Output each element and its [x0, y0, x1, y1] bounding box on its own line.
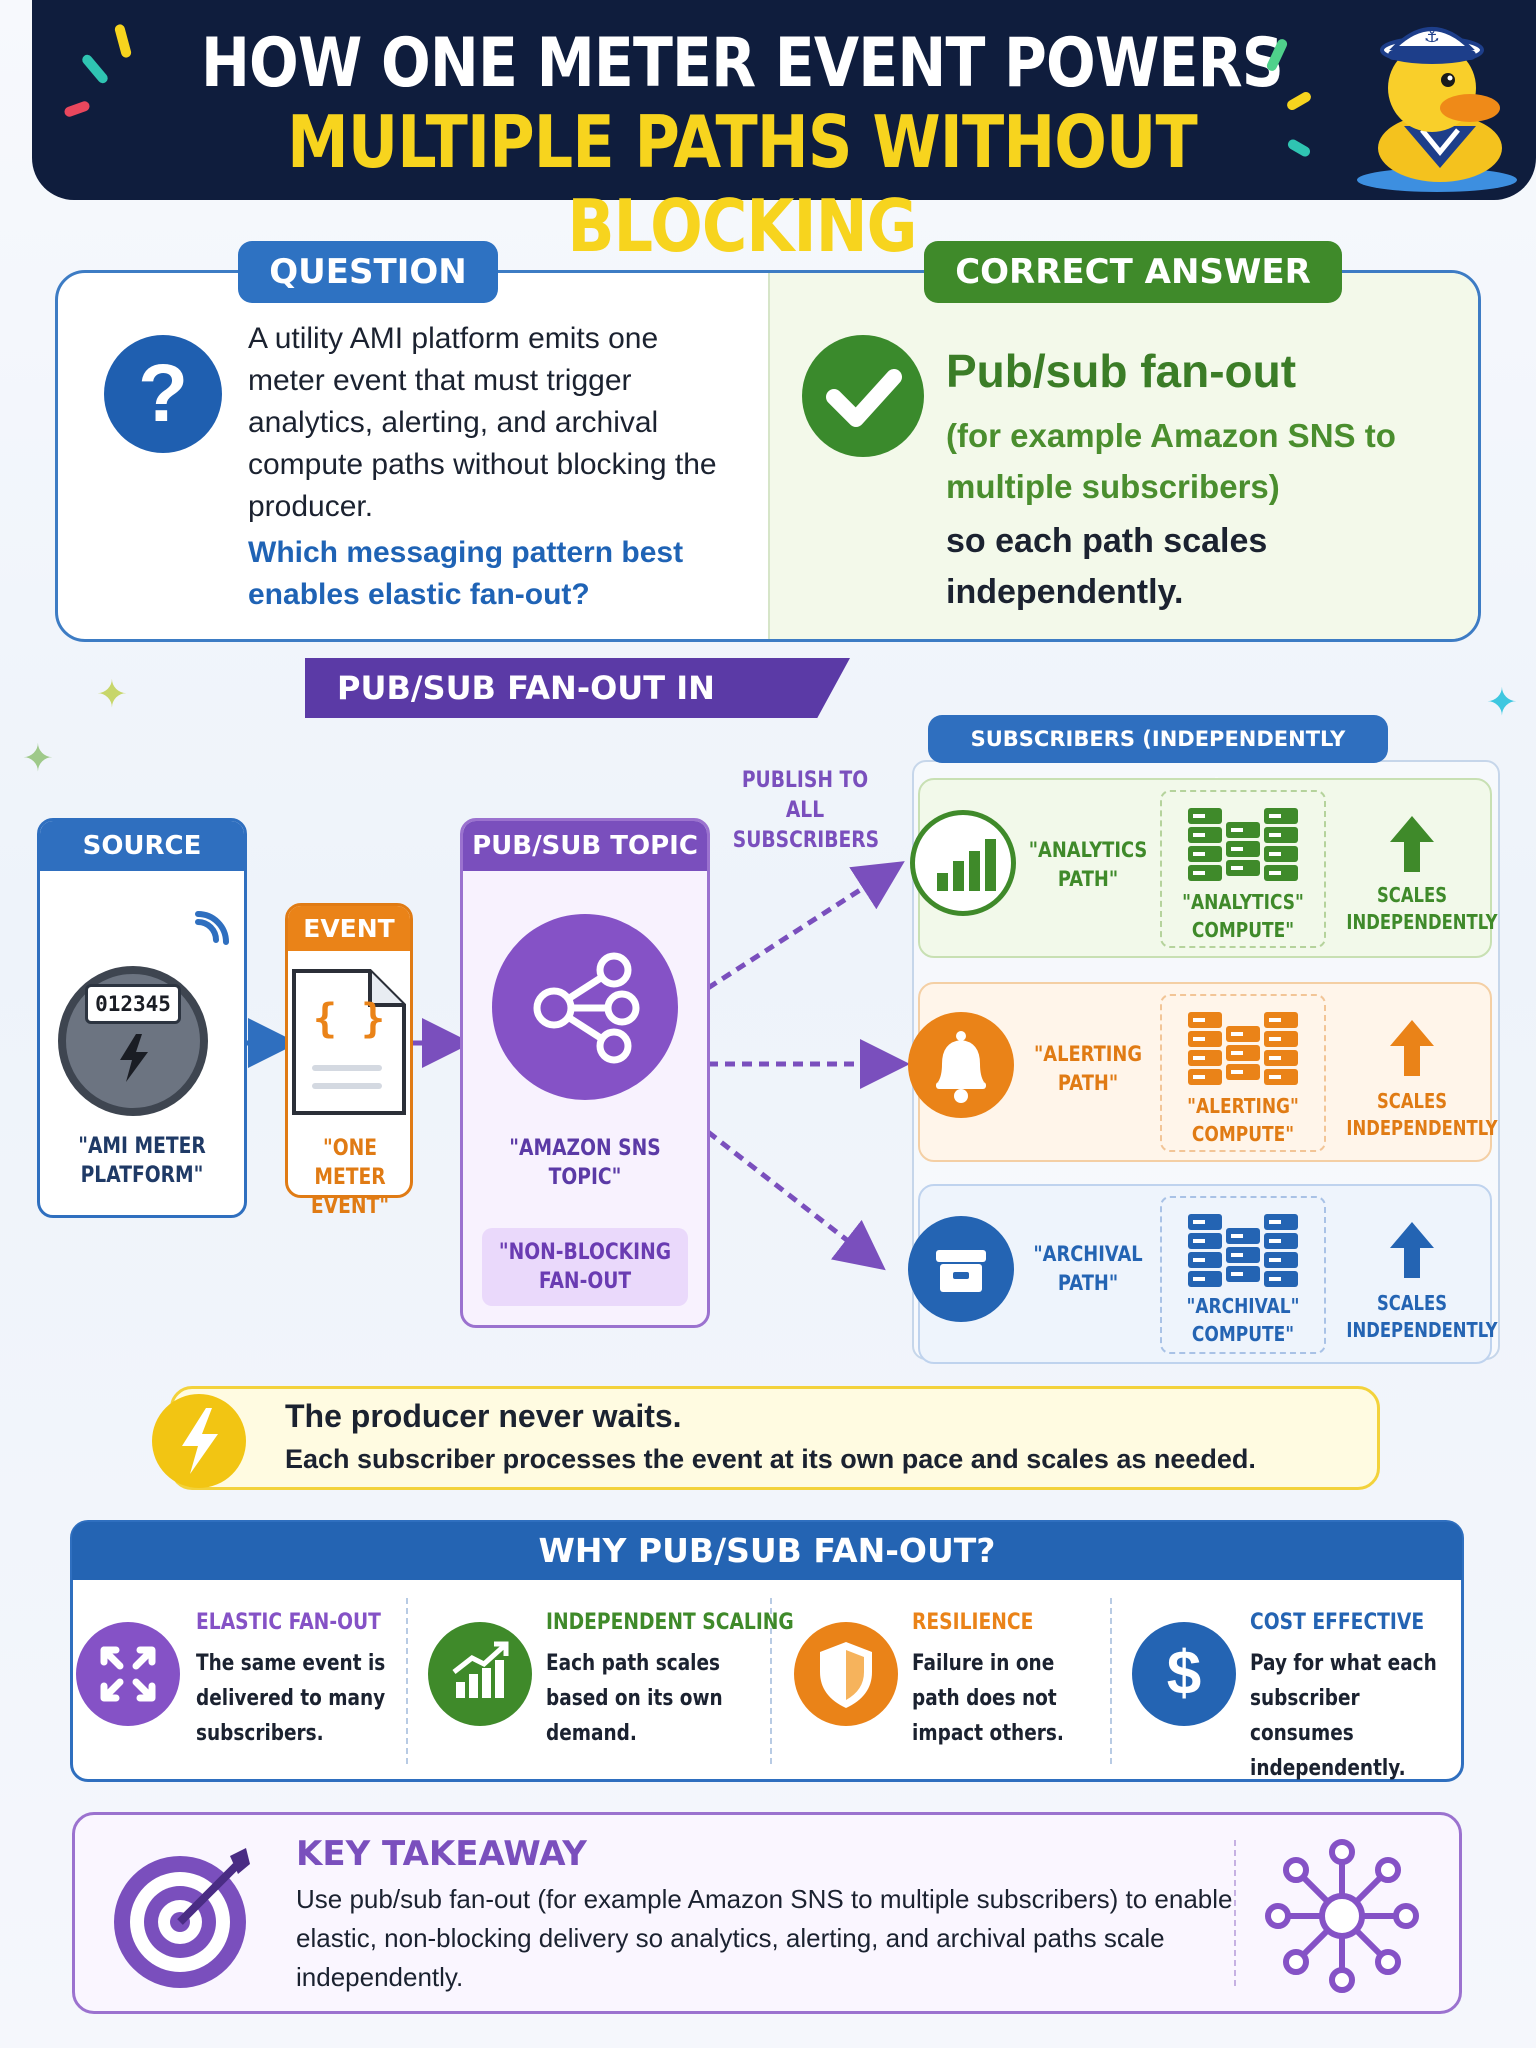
header-banner: HOW ONE METER EVENT POWERS MULTIPLE PATH… — [32, 0, 1536, 268]
duck-mascot-icon: ⚓ — [1357, 26, 1517, 192]
sparkle-icon: ✦ — [1486, 682, 1518, 724]
why-item-title: COST EFFECTIVE — [1250, 1610, 1425, 1635]
question-pill: QUESTION — [238, 241, 498, 303]
archive-box-icon — [908, 1216, 1014, 1322]
scale-up-arrow-icon — [1390, 1020, 1434, 1076]
svg-text:⚓: ⚓ — [1424, 26, 1440, 47]
target-icon — [114, 1848, 250, 1988]
share-network-icon — [492, 914, 678, 1100]
scale-label: SCALES INDEPENDENTLY — [1346, 1089, 1498, 1140]
non-blocking-note — [482, 1228, 688, 1306]
takeaway-title: KEY TAKEAWAY — [296, 1834, 587, 1874]
json-braces-icon: { } — [312, 996, 386, 1042]
why-item-text: Each path scales based on its own demand… — [546, 1651, 723, 1746]
why-item-text: The same event is delivered to many subs… — [196, 1651, 386, 1746]
why-header: WHY PUB/SUB FAN-OUT? — [72, 1522, 1462, 1580]
producer-banner — [170, 1386, 1380, 1490]
checkmark-icon — [802, 335, 924, 457]
why-item-title: RESILIENCE — [912, 1610, 1034, 1635]
event-header: EVENT — [288, 906, 410, 951]
why-item-title: ELASTIC FAN-OUT — [196, 1610, 381, 1635]
takeaway-panel — [72, 1812, 1462, 2014]
server-stack-icon — [1188, 808, 1298, 881]
question-answer-panel — [55, 270, 1481, 642]
lightning-icon — [120, 1034, 148, 1082]
bell-icon — [908, 1012, 1014, 1118]
compute-cluster — [1160, 1196, 1326, 1354]
compute-label: "ARCHIVAL" COMPUTE" — [1186, 1294, 1300, 1346]
answer-background — [768, 273, 1478, 639]
scale-up-arrow-icon — [1390, 1222, 1434, 1278]
scale-label: SCALES INDEPENDENTLY — [1346, 1291, 1498, 1342]
title-line-2: MULTIPLE PATHS WITHOUT BLOCKING — [287, 100, 1198, 268]
question-text: A utility AMI platform emits one meter e… — [248, 322, 717, 523]
divider — [1110, 1598, 1112, 1764]
question-mark-icon: ? — [104, 335, 222, 453]
compute-label: "ALERTING" COMPUTE" — [1187, 1094, 1299, 1146]
compute-label: "ANALYTICS" COMPUTE" — [1182, 890, 1304, 942]
answer-subtitle: (for example Amazon SNS to multiple subs… — [946, 417, 1396, 505]
title-line-1: HOW ONE METER EVENT POWERS — [200, 24, 1284, 103]
takeaway-text: Use pub/sub fan-out (for example Amazon … — [296, 1884, 1233, 1992]
non-blocking-note-text: "NON-BLOCKING FAN-OUT — [498, 1240, 672, 1294]
question-ask: Which messaging pattern best enables ela… — [248, 536, 684, 611]
compute-cluster — [1160, 994, 1326, 1152]
divider — [406, 1598, 408, 1764]
event-label: "ONE METER EVENT" — [310, 1136, 390, 1219]
server-stack-icon — [1188, 1012, 1298, 1085]
fanout-section-banner: PUB/SUB FAN-OUT IN ACTION — [305, 658, 850, 718]
divider — [1234, 1840, 1236, 1986]
lightning-icon — [152, 1394, 246, 1488]
shield-icon — [794, 1622, 898, 1726]
document-icon — [292, 969, 406, 1115]
network-hub-icon — [1265, 1839, 1419, 1993]
topic-label: "AMAZON SNS TOPIC" — [509, 1136, 661, 1190]
server-stack-icon — [1188, 1214, 1298, 1287]
sparkle-icon: ✦ — [96, 674, 128, 716]
producer-title: The producer never waits. — [285, 1398, 682, 1434]
subscriber-art — [1188, 808, 1434, 1287]
scale-up-arrow-icon — [1390, 816, 1434, 872]
divider — [770, 1598, 772, 1764]
bar-chart-icon — [910, 810, 1016, 916]
sparkle-icon: ✦ — [22, 738, 54, 780]
topic-header: PUB/SUB TOPIC — [463, 821, 707, 871]
subscriber-name: "ANALYTICS PATH" — [1028, 838, 1148, 891]
compute-cluster — [1160, 790, 1326, 948]
expand-arrows-icon — [76, 1622, 180, 1726]
why-item-text: Pay for what each subscriber consumes in… — [1250, 1651, 1437, 1781]
source-label: "AMI METER PLATFORM" — [78, 1134, 206, 1188]
scale-label: SCALES INDEPENDENTLY — [1346, 883, 1498, 934]
meter-digits: 012345 — [85, 984, 181, 1024]
source-header: SOURCE — [40, 821, 244, 871]
answer-tail: so each path scales independently. — [946, 522, 1268, 611]
why-item-title: INDEPENDENT SCALING — [546, 1610, 794, 1635]
flow-connectors — [234, 861, 910, 1271]
correct-answer-pill: CORRECT ANSWER — [924, 241, 1342, 303]
publish-label: PUBLISH TO ALL SUBSCRIBERS — [732, 768, 880, 853]
growth-chart-icon — [428, 1622, 532, 1726]
producer-subtitle: Each subscriber processes the event at i… — [285, 1444, 1256, 1474]
answer-title: Pub/sub fan-out — [946, 345, 1297, 397]
wireless-signal-icon — [195, 911, 229, 945]
dollar-icon: $ — [1132, 1622, 1236, 1726]
subscriber-name: "ARCHIVAL PATH" — [1033, 1242, 1143, 1295]
why-item-text: Failure in one path does not impact othe… — [912, 1651, 1064, 1746]
subscriber-name: "ALERTING PATH" — [1033, 1042, 1143, 1095]
